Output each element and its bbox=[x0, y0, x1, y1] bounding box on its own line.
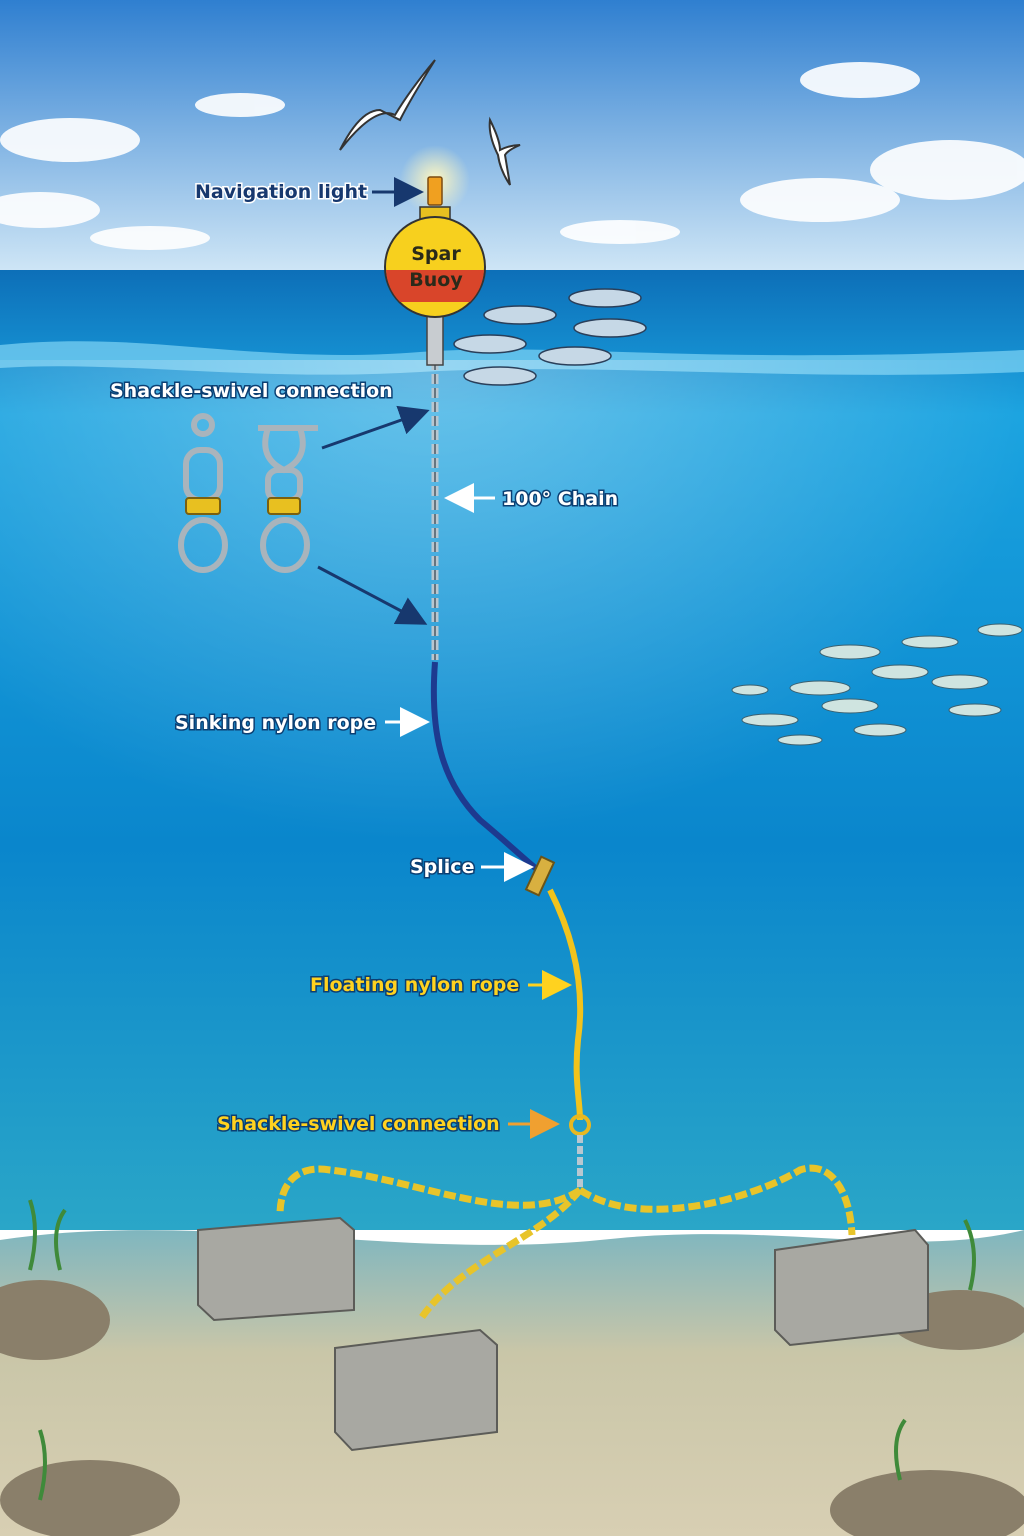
shackle-swivel-icon bbox=[258, 425, 318, 573]
concrete-block-left bbox=[197, 1216, 355, 1322]
swivel-eye-icon bbox=[178, 413, 228, 573]
label-chain: 100° Chain bbox=[502, 488, 618, 510]
label-splice: Splice bbox=[410, 856, 474, 878]
arrow-shackle-top bbox=[321, 405, 430, 450]
concrete-block-right bbox=[774, 1228, 929, 1347]
navigation-light-icon bbox=[427, 176, 443, 206]
fish-school-midwater bbox=[731, 623, 1023, 746]
ground-chains bbox=[276, 1164, 856, 1322]
buoy-label-line1: Spar bbox=[411, 243, 461, 265]
fish-school-surface bbox=[453, 288, 647, 386]
floating-nylon-rope bbox=[547, 888, 584, 1121]
buoy-label-line2: Buoy bbox=[409, 269, 463, 291]
bottom-shackle-swivel bbox=[569, 1114, 591, 1136]
seaweed bbox=[28, 1199, 976, 1501]
label-shackle-swivel-top: Shackle-swivel connection bbox=[110, 380, 393, 402]
concrete-block-center bbox=[334, 1328, 498, 1452]
seagull-icon bbox=[488, 116, 521, 186]
buoy-pole bbox=[426, 314, 444, 366]
clouds bbox=[0, 62, 1024, 250]
seagull-icon bbox=[339, 59, 436, 151]
label-navigation-light: Navigation light bbox=[195, 181, 367, 203]
label-shackle-swivel-bottom: Shackle-swivel connection bbox=[217, 1113, 500, 1135]
sky bbox=[0, 0, 1024, 272]
light-rays bbox=[0, 360, 1024, 1160]
label-floating-rope: Floating nylon rope bbox=[310, 974, 519, 996]
spar-buoy: Spar Buoy bbox=[384, 216, 486, 318]
arrow-shackle-lower bbox=[317, 565, 428, 625]
label-sinking-rope: Sinking nylon rope bbox=[175, 712, 376, 734]
